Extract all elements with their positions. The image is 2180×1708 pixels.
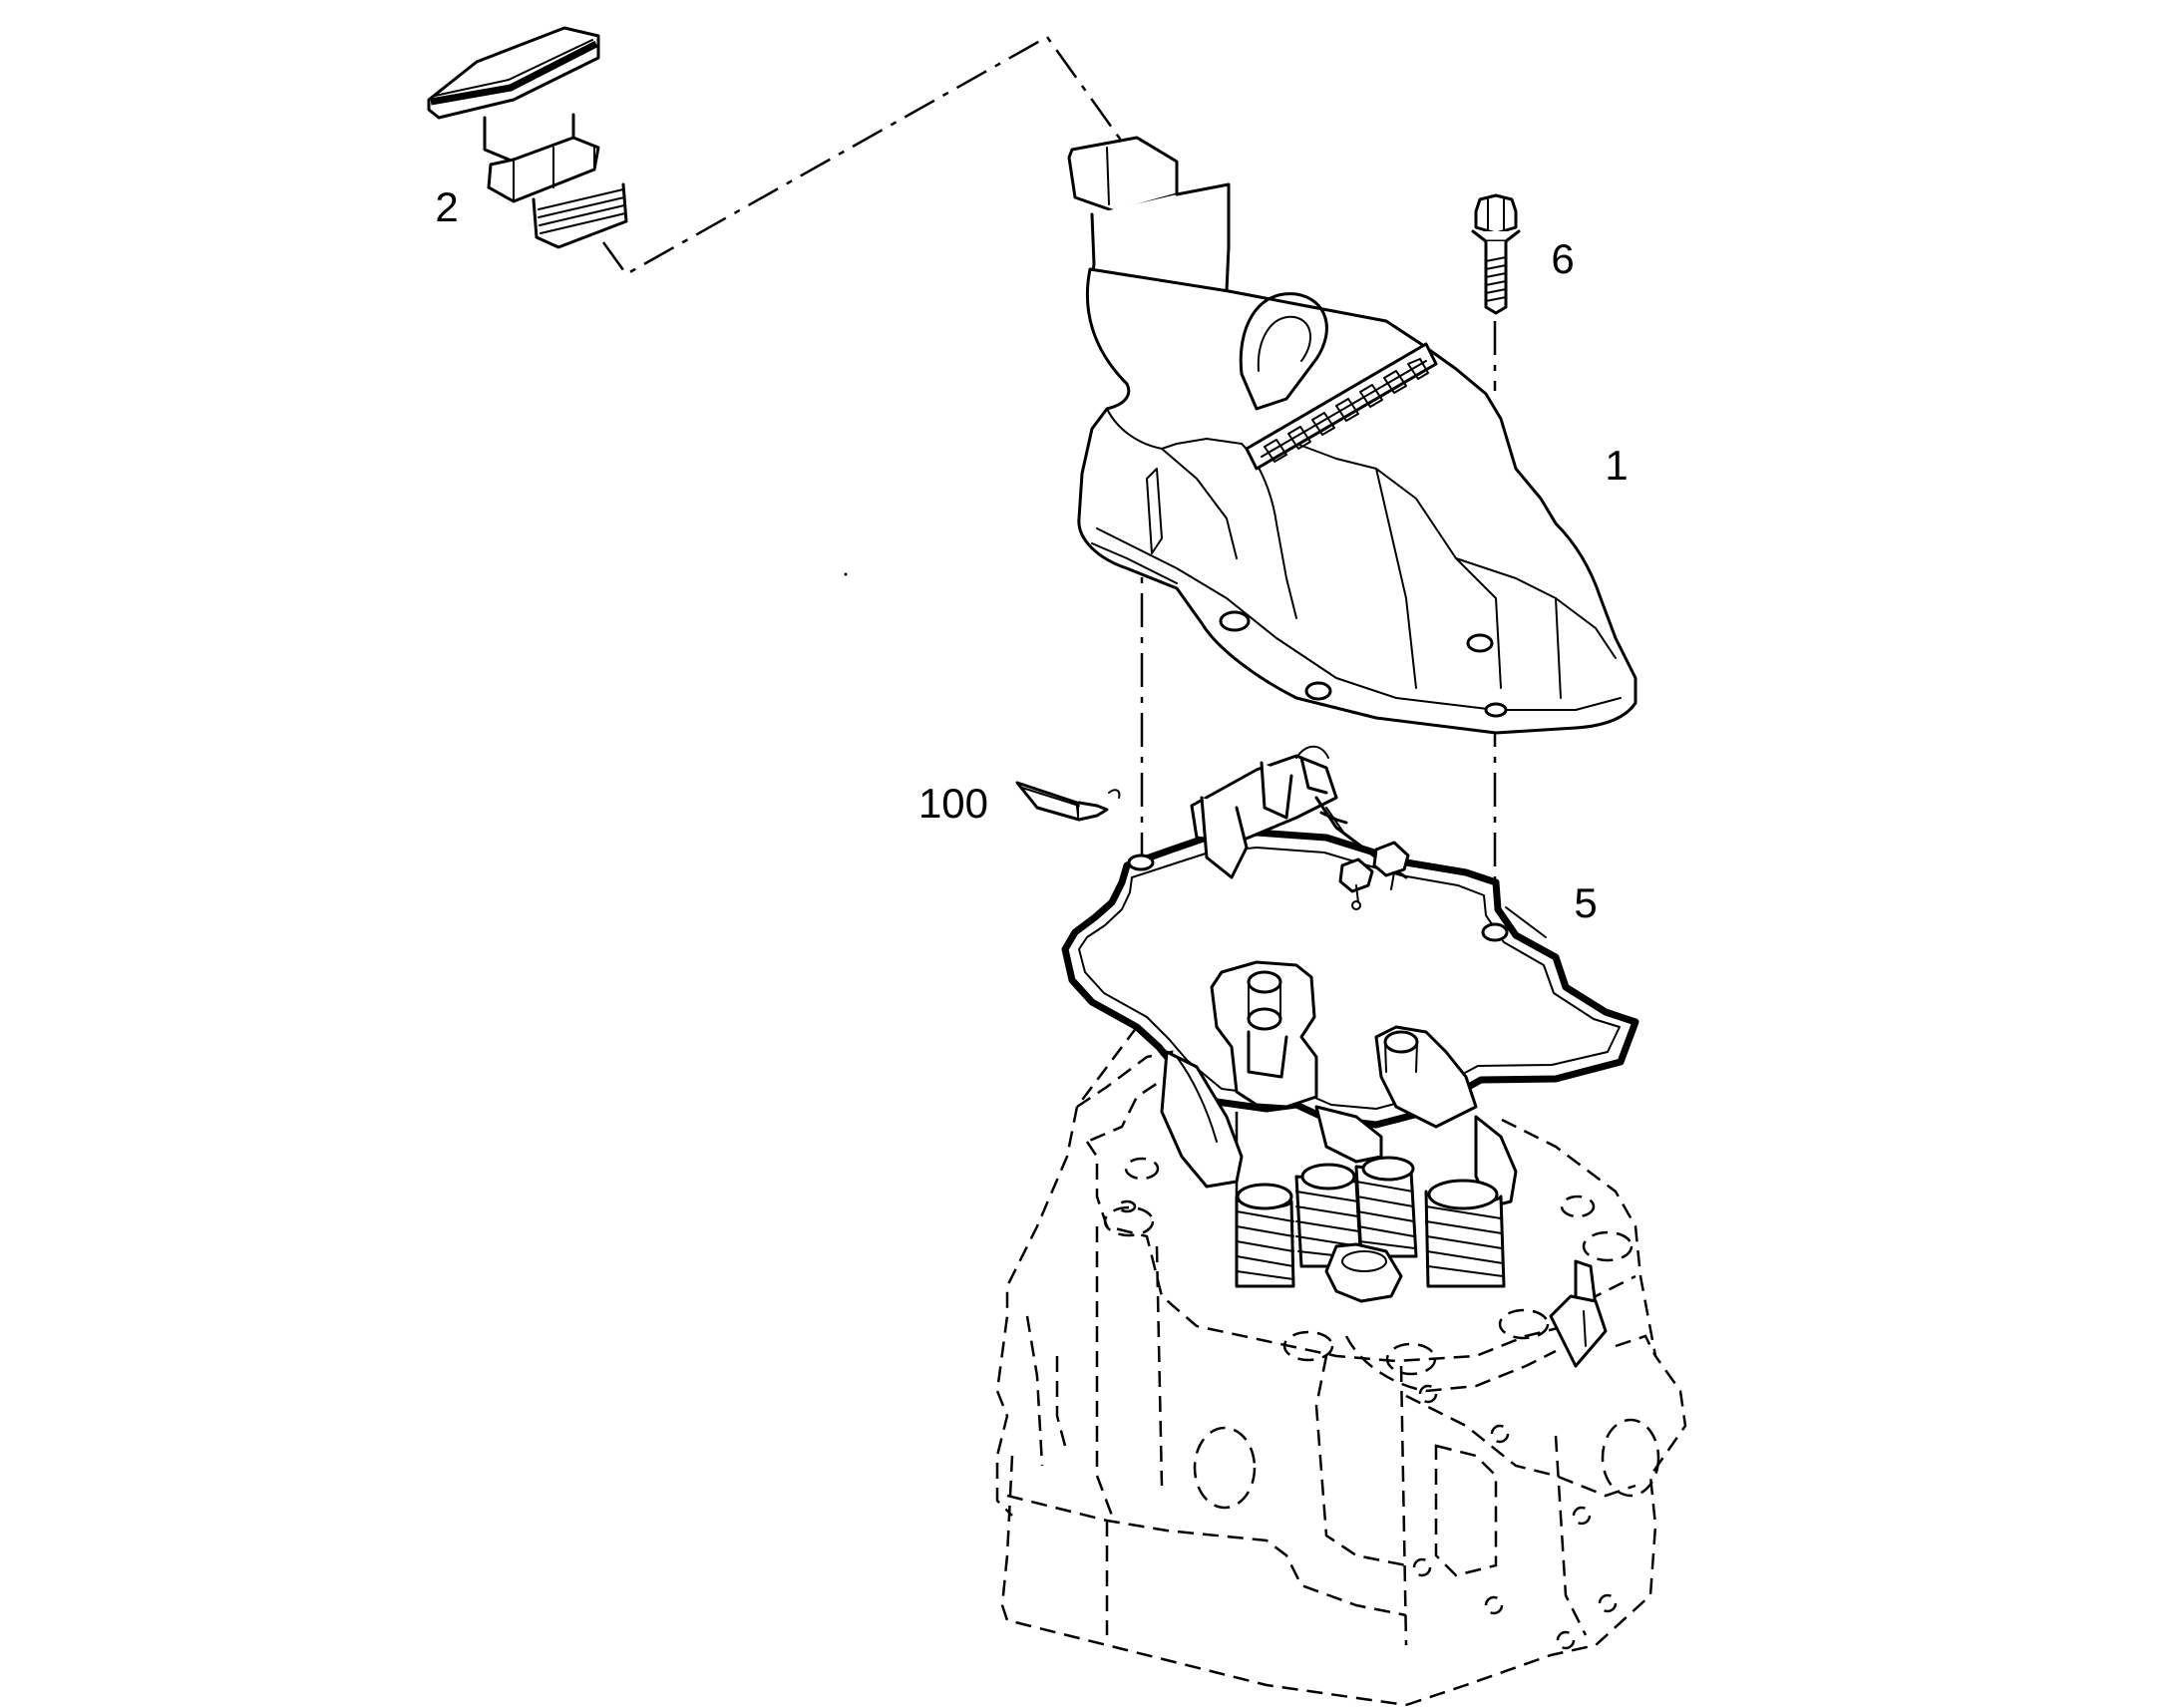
valve-springs <box>1235 1165 1506 1288</box>
breather-cap-part <box>427 26 628 249</box>
valve-cover-part <box>1067 136 1637 735</box>
callout-100: 100 <box>918 780 988 827</box>
callout-2: 2 <box>435 183 458 230</box>
cylinder-head-context <box>995 1026 1687 1707</box>
bolt-part <box>1471 193 1521 315</box>
callout-1: 1 <box>1605 442 1628 489</box>
gasket-part <box>1061 745 1639 1129</box>
guide-line-cap-to-neck <box>601 35 1139 276</box>
callout-6: 6 <box>1551 235 1574 282</box>
valve-train-context <box>1160 960 1608 1368</box>
sealant-marker-part <box>1015 781 1121 822</box>
stray-dot-mark <box>844 572 848 576</box>
manufacturer-logo-plate <box>1264 358 1429 463</box>
callout-5: 5 <box>1574 879 1597 926</box>
leader-line-5 <box>1505 906 1547 938</box>
